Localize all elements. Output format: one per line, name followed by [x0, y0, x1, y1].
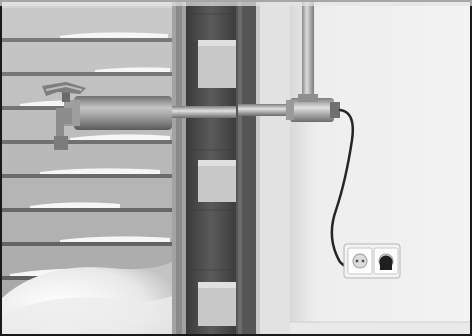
interior-wall [290, 0, 472, 336]
water-pipe-icon [172, 106, 238, 118]
exterior-siding [0, 0, 172, 336]
plug-icon [380, 256, 393, 271]
interior-wall-column [236, 0, 290, 336]
wall-blocks [198, 40, 236, 326]
